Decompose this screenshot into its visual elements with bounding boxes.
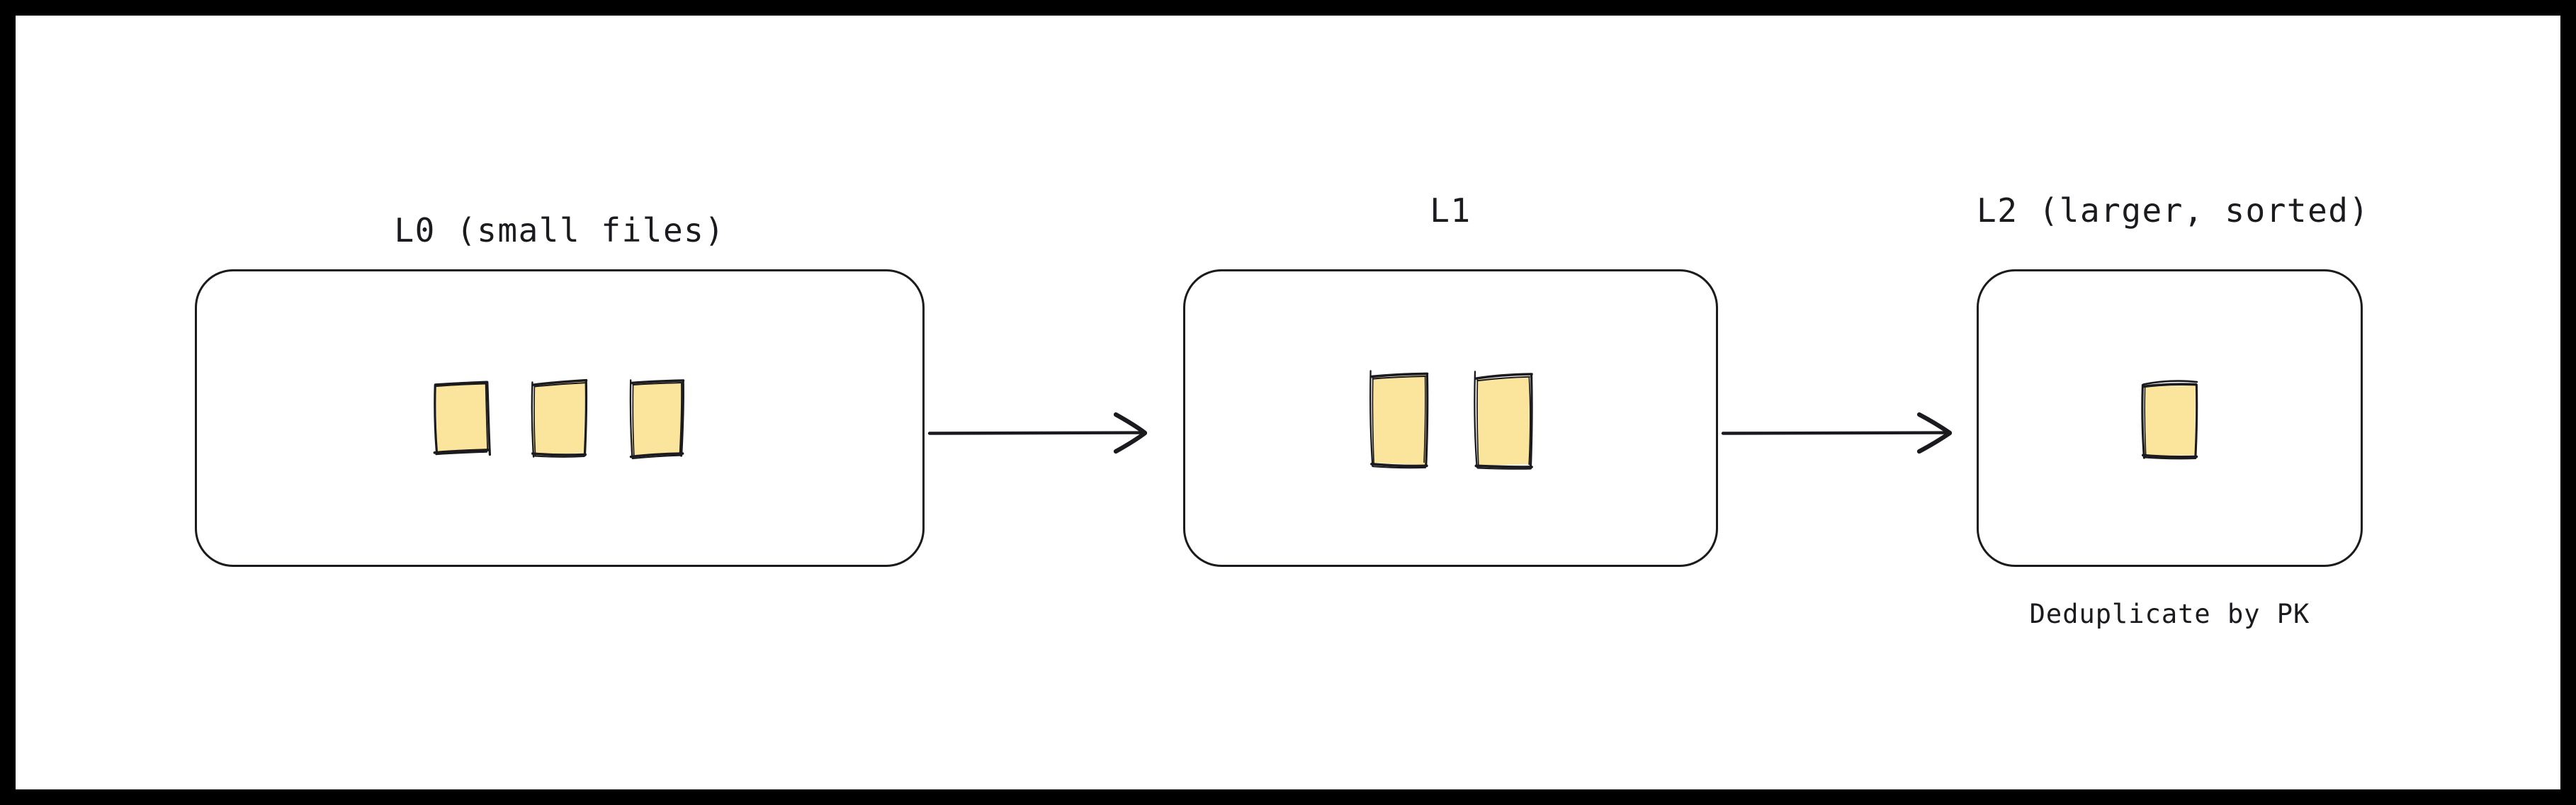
level-label-l0: L0 (small files)	[394, 211, 725, 249]
level-container-l0[interactable]	[195, 269, 925, 567]
level-container-l1[interactable]	[1183, 269, 1718, 567]
level-group-l1: L1	[1183, 16, 1718, 789]
level-group-l0: L0 (small files)	[195, 16, 925, 789]
level-label-l1: L1	[1430, 191, 1471, 230]
file-sketch-l1-1[interactable]	[1366, 366, 1433, 470]
arrow-l0-l1	[927, 412, 1148, 454]
diagram-canvas: L0 (small files)	[16, 16, 2560, 789]
file-sketch-l0-2[interactable]	[529, 377, 589, 459]
file-sketch-l2-1[interactable]	[2139, 376, 2201, 461]
level-group-l2: L2 (larger, sorted)	[1977, 16, 2370, 789]
file-sketch-l0-3[interactable]	[626, 376, 687, 460]
level-label-l2: L2 (larger, sorted)	[1977, 191, 2370, 230]
file-sketch-l0-1[interactable]	[432, 379, 492, 457]
file-list-l0	[197, 376, 922, 460]
file-sketch-l1-2[interactable]	[1469, 366, 1536, 470]
file-list-l2	[1979, 376, 2361, 461]
arrow-l1-l2	[1721, 412, 1953, 454]
file-list-l1	[1185, 366, 1716, 470]
level-note-l2: Deduplicate by PK	[2029, 599, 2310, 629]
level-container-l2[interactable]	[1977, 269, 2363, 567]
